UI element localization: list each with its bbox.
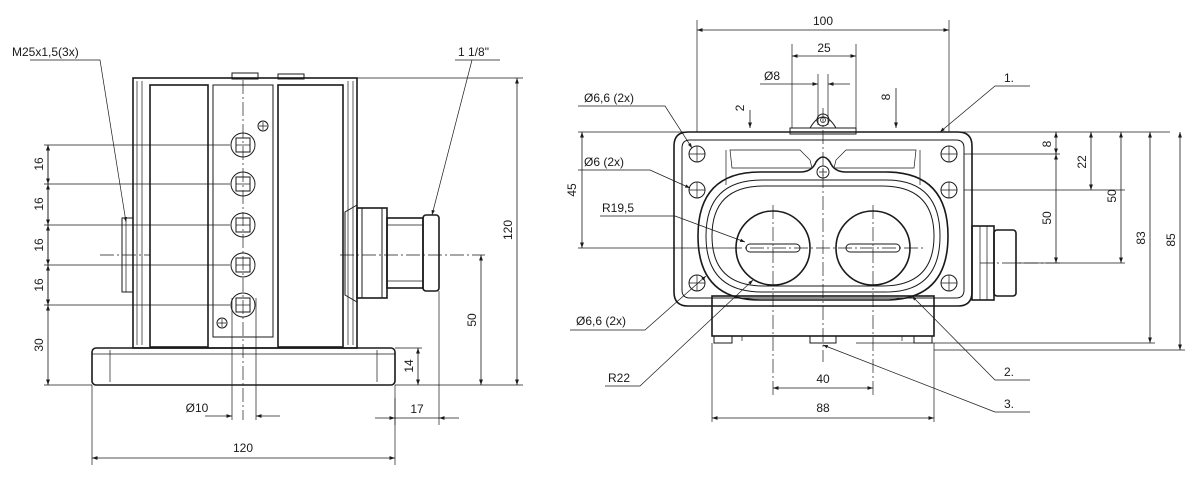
front-leaders xyxy=(570,85,1030,413)
dim-center-spacing: 40 xyxy=(816,372,830,386)
side-housing xyxy=(132,72,358,349)
dim-right-83: 83 xyxy=(1134,231,1148,245)
conduit-callout: 1 1/8" xyxy=(458,45,489,59)
dim-overall-height: 120 xyxy=(501,220,515,240)
front-mounting-holes xyxy=(688,145,958,292)
hole-upper-callout: Ø6,6 (2x) xyxy=(584,91,634,105)
hole-top-right xyxy=(940,145,958,163)
dim-right-50-outer: 50 xyxy=(1105,189,1119,203)
side-extension-lines xyxy=(44,77,523,465)
item-callout-1: 1. xyxy=(1004,71,1014,85)
radius-inner-callout: R19,5 xyxy=(602,201,634,215)
side-centerlines xyxy=(100,80,485,420)
hole-mid-callout: Ø6 (2x) xyxy=(584,155,624,169)
hole-bottom-right xyxy=(940,274,958,292)
dim-foot-height: 14 xyxy=(402,359,416,373)
hole-top-left xyxy=(688,145,706,163)
dim-pitch-2: 16 xyxy=(32,197,46,211)
hole-mid-right xyxy=(940,181,958,199)
side-leaders xyxy=(30,59,500,223)
side-base-plate xyxy=(91,347,396,386)
dim-hub-width: 25 xyxy=(817,41,831,55)
dim-body-width: 88 xyxy=(816,401,830,415)
side-conduit-fitting xyxy=(344,204,440,303)
thread-callout: M25x1,5(3x) xyxy=(12,45,79,59)
front-extension-lines xyxy=(578,20,1185,422)
dim-width: 120 xyxy=(233,441,253,455)
dim-left-step: 2 xyxy=(733,104,747,111)
front-view: 100 25 Ø8 2 8 Ø6,6 (2x) Ø6 (2x) R19,5 Ø6… xyxy=(565,14,1185,422)
dim-right-step: 8 xyxy=(879,93,893,100)
dim-pitch-3: 16 xyxy=(32,238,46,252)
dim-shaft-diameter: Ø10 xyxy=(186,401,209,415)
dim-foot-depth: 17 xyxy=(410,402,424,416)
radius-outer-callout: R22 xyxy=(608,371,630,385)
dim-pitch-4: 16 xyxy=(32,278,46,292)
front-flange xyxy=(673,131,973,307)
dim-base-height: 30 xyxy=(32,338,46,352)
side-view: M25x1,5(3x) 1 1/8" 16 16 16 16 30 120 50… xyxy=(12,45,523,465)
dim-entry-height: 50 xyxy=(465,313,479,327)
side-dimension-lines xyxy=(46,78,519,460)
dim-right-85: 85 xyxy=(1164,233,1178,247)
hole-bottom-left xyxy=(688,274,706,292)
item-callout-2: 2. xyxy=(1004,365,1014,379)
dim-right-top: 8 xyxy=(1040,140,1054,147)
dim-right-22: 22 xyxy=(1075,155,1089,169)
dim-left-height: 45 xyxy=(565,183,579,197)
dim-pitch-1: 16 xyxy=(32,157,46,171)
front-dimension-lines xyxy=(580,28,1182,420)
item-callout-3: 3. xyxy=(1004,397,1014,411)
dim-pin-diameter: Ø8 xyxy=(764,69,780,83)
hole-mid-left xyxy=(688,181,706,199)
dim-right-50-inner: 50 xyxy=(1040,211,1054,225)
dim-top-width: 100 xyxy=(813,14,833,28)
hole-lower-callout: Ø6,6 (2x) xyxy=(576,314,626,328)
